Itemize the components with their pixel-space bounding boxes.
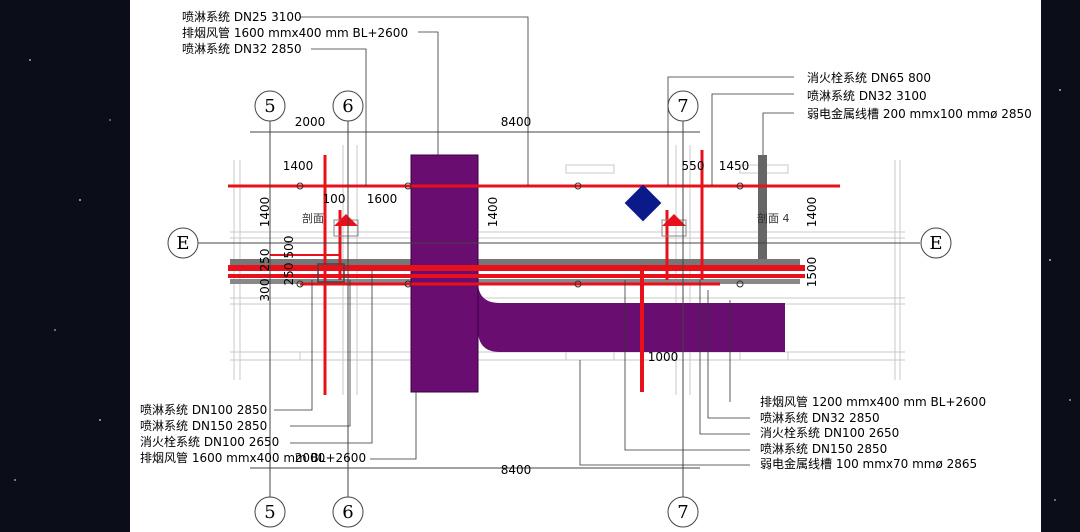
section-label-left: 剖面 [302, 211, 324, 225]
labels-bottom-right: 排烟风管 1200 mmx400 mm BL+2600 喷淋系统 DN32 28… [760, 395, 986, 473]
label-sprinkler-dn25: 喷淋系统 DN25 3100 [182, 10, 302, 24]
label-smoke-duct-1600: 排烟风管 1600 mmx400 mm BL+2600 [182, 26, 409, 40]
grid-label-5-top: 5 [264, 96, 275, 117]
dim-1400-b: 1400 [486, 197, 500, 228]
label-sprinkler-dn150: 喷淋系统 DN150 2850 [140, 419, 268, 433]
smoke-exhaust-duct [410, 154, 785, 393]
grid-bubbles [167, 90, 952, 528]
dim-250-a: 250 [258, 249, 272, 272]
dim-1400-v: 1400 [258, 197, 272, 228]
label-cable-tray-100: 弱电金属线槽 100 mmx70 mmø 2865 [760, 457, 978, 472]
grid-label-7-top: 7 [677, 96, 688, 117]
label-hydrant-dn65: 消火栓系统 DN65 800 [807, 71, 932, 85]
grid-label-6-bottom: 6 [342, 502, 353, 523]
labels-top-right: 消火栓系统 DN65 800 喷淋系统 DN32 3100 弱电金属线槽 200… [807, 69, 1032, 123]
grid-label-e-right: E [929, 233, 942, 254]
label-sprinkler-dn150-2850: 喷淋系统 DN150 2850 [760, 441, 888, 456]
grid-label-7-bottom: 7 [677, 502, 688, 523]
grid-axes [198, 120, 920, 500]
labels-top-left: 喷淋系统 DN25 3100 排烟风管 1600 mmx400 mm BL+26… [182, 9, 408, 57]
label-sprinkler-dn32-3100: 喷淋系统 DN32 3100 [807, 89, 927, 103]
fire-pipes [228, 150, 840, 395]
dim-bottom-8400: 8400 [501, 463, 532, 477]
dim-1500: 1500 [805, 257, 819, 288]
label-sprinkler-dn32: 喷淋系统 DN32 2850 [182, 42, 302, 56]
dim-top-2000: 2000 [295, 115, 326, 129]
label-hydrant-dn100: 消火栓系统 DN100 2650 [140, 435, 280, 449]
dim-550: 550 [682, 159, 705, 173]
section-label-right: 剖面 4 [757, 211, 790, 225]
grid-label-5-bottom: 5 [264, 502, 275, 523]
label-smoke-duct-1200: 排烟风管 1200 mmx400 mm BL+2600 [760, 395, 987, 409]
dim-1400-c: 1400 [805, 197, 819, 228]
label-sprinkler-dn100: 喷淋系统 DN100 2850 [140, 403, 268, 417]
pipe-fittings [296, 182, 744, 288]
grid-label-6-top: 6 [342, 96, 353, 117]
dim-500: 500 [282, 236, 296, 259]
dim-1000: 1000 [648, 350, 679, 364]
dim-1600: 1600 [367, 192, 398, 206]
dim-top-8400: 8400 [501, 115, 532, 129]
label-smoke-duct-1600-b: 排烟风管 1600 mmx400 mm BL+2600 [140, 451, 367, 465]
labels-bottom-left: 喷淋系统 DN100 2850 喷淋系统 DN150 2850 消火栓系统 DN… [140, 402, 366, 466]
dim-300: 300 [258, 279, 272, 302]
label-hydrant-dn100-2650: 消火栓系统 DN100 2650 [760, 426, 900, 441]
drawing-sheet: 5 6 7 5 6 7 E E 2000 8400 2000 8400 1400… [130, 0, 1041, 532]
grid-label-e-left: E [176, 233, 189, 254]
dim-1400-a: 1400 [283, 159, 314, 173]
leader-lines [274, 16, 794, 466]
label-cable-tray-200: 弱电金属线槽 200 mmx100 mmø 2850 [807, 107, 1032, 121]
dim-1450: 1450 [719, 159, 750, 173]
dim-250-b: 250 [282, 263, 296, 286]
label-sprinkler-dn32-2850: 喷淋系统 DN32 2850 [760, 410, 880, 425]
mep-plan-drawing: 5 6 7 5 6 7 E E 2000 8400 2000 8400 1400… [167, 16, 952, 528]
dim-bottom-2000: 2000 [295, 451, 326, 465]
cable-tray [230, 155, 800, 284]
dim-100: 100 [323, 192, 346, 206]
